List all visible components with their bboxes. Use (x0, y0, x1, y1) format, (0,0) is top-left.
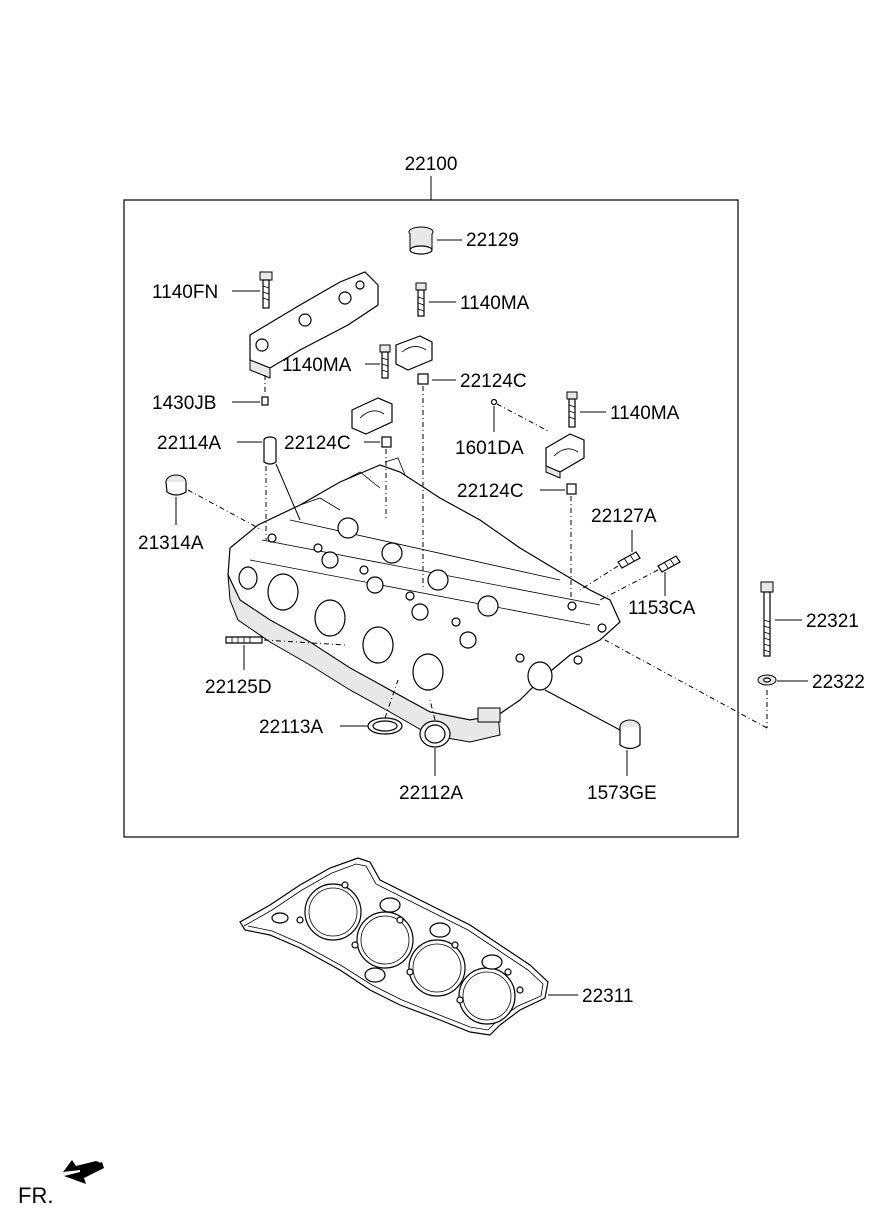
label-1140MA-c[interactable]: 1140MA (610, 403, 680, 424)
camshaft-cap-upper[interactable] (395, 335, 433, 371)
label-22321[interactable]: 22321 (806, 611, 859, 632)
label-22129[interactable]: 22129 (466, 230, 519, 251)
part-1573GE-cap[interactable] (619, 719, 641, 750)
dash-22322-diag (604, 639, 768, 729)
label-21314A[interactable]: 21314A (138, 533, 204, 554)
label-22311[interactable]: 22311 (582, 986, 633, 1007)
label-22124C-c[interactable]: 22124C (457, 481, 524, 502)
label-22125D[interactable]: 22125D (205, 677, 272, 698)
part-22124C-dowel-c[interactable] (566, 483, 577, 495)
dash-1153CA (599, 569, 659, 601)
label-1140FN[interactable]: 1140FN (152, 282, 218, 303)
dash-1601DA (496, 403, 551, 433)
part-1140MA-bolt-c[interactable] (566, 391, 578, 428)
dash-22113A (384, 679, 399, 719)
label-22113A[interactable]: 22113A (259, 717, 323, 738)
part-22124C-dowel-a[interactable] (417, 373, 429, 385)
label-1430JB[interactable]: 1430JB (152, 393, 216, 414)
part-22127A-stud[interactable] (617, 551, 641, 569)
intake-ports (238, 566, 553, 691)
part-22322-washer[interactable] (757, 674, 777, 686)
part-1430JB-dowel[interactable] (261, 396, 269, 406)
label-22127A[interactable]: 22127A (591, 506, 657, 527)
label-1153CA[interactable]: 1153CA (628, 598, 696, 619)
camshaft-cap-middle[interactable] (351, 397, 393, 435)
label-1573GE[interactable]: 1573GE (587, 783, 657, 804)
assembly-label[interactable]: 22100 (405, 154, 458, 175)
front-direction-label: FR. (18, 1183, 53, 1208)
part-22112A-seal[interactable] (419, 720, 451, 748)
front-camshaft-bearing-cap[interactable] (249, 271, 379, 379)
part-22129-plug[interactable] (408, 226, 434, 255)
valve-holes (321, 517, 499, 649)
label-22112A[interactable]: 22112A (399, 783, 463, 804)
part-22125D-stud[interactable] (225, 636, 263, 644)
front-direction-arrowhead-icon (64, 1162, 104, 1184)
label-1601DA[interactable]: 1601DA (455, 438, 524, 459)
label-1140MA-b[interactable]: 1140MA (282, 355, 352, 376)
part-1153CA-stud[interactable] (657, 555, 681, 573)
dash-1573GE (544, 689, 621, 731)
part-21314A-plug[interactable] (165, 474, 187, 496)
cylinder-head-block[interactable] (227, 457, 621, 743)
camshaft-cap-right[interactable] (545, 433, 585, 479)
label-22114A[interactable]: 22114A (157, 433, 221, 454)
part-1140MA-bolt-a[interactable] (415, 282, 427, 317)
mounting-pad (477, 707, 501, 723)
part-22124C-dowel-b[interactable] (381, 436, 392, 448)
label-22322[interactable]: 22322 (812, 672, 865, 693)
dash-22125D (263, 639, 346, 646)
part-22321-head-bolt[interactable] (760, 581, 774, 657)
part-1140MA-bolt-b[interactable] (379, 344, 391, 379)
part-1601DA[interactable] (490, 398, 498, 406)
part-22114A-sleeve[interactable] (263, 436, 277, 465)
part-22113A-seal[interactable] (367, 717, 403, 735)
bolt-bosses (267, 533, 607, 665)
dash-21314A (187, 489, 263, 531)
assembly-frame (123, 199, 739, 838)
part-1140FN-bolt[interactable] (259, 271, 273, 309)
dash-22127A (579, 565, 619, 591)
label-1140MA-a[interactable]: 1140MA (460, 293, 530, 314)
front-direction-arrow-icon (63, 1160, 101, 1176)
leader-22114A-body (275, 463, 301, 521)
dash-22112A (429, 699, 436, 721)
label-22124C-a[interactable]: 22124C (460, 371, 527, 392)
label-22124C-b[interactable]: 22124C (284, 433, 351, 454)
part-22311-head-gasket[interactable] (239, 857, 549, 1036)
